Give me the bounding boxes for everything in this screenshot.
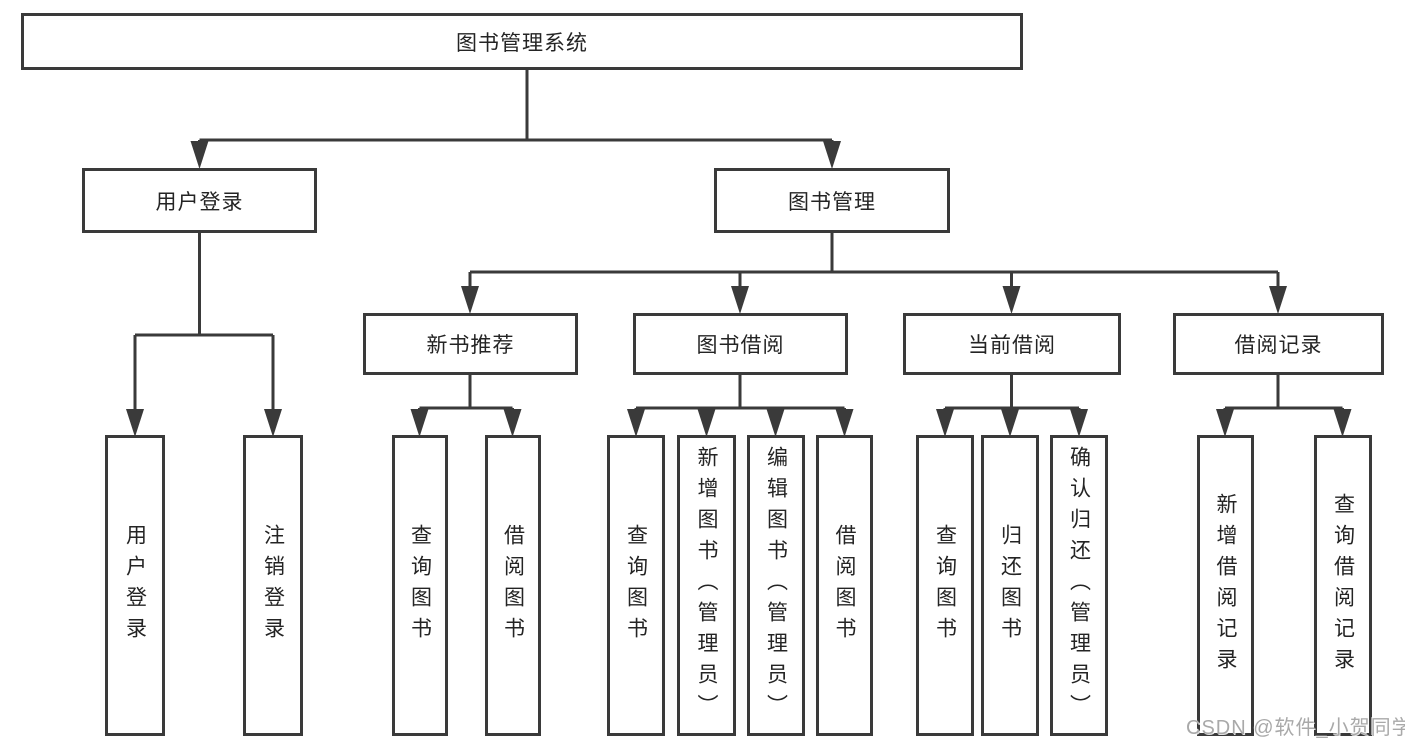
leaf-borrow-books: 借阅图书 (816, 435, 873, 736)
leaf-query-books-borrow-label: 查询图书 (624, 523, 648, 648)
leaf-borrow-books-recommend: 借阅图书 (485, 435, 541, 736)
leaf-confirm-return-admin-label: 确认归还（管理员） (1067, 446, 1091, 725)
leaf-logout-label: 注销登录 (261, 523, 285, 648)
node-root: 图书管理系统 (21, 13, 1023, 70)
node-book-management: 图书管理 (714, 168, 950, 233)
leaf-edit-books-admin-label: 编辑图书（管理员） (764, 446, 788, 725)
leaf-user-login-label: 用户登录 (123, 523, 147, 648)
node-borrow-records: 借阅记录 (1173, 313, 1384, 375)
leaf-add-books-admin-label: 新增图书（管理员） (695, 446, 718, 725)
node-current-borrow: 当前借阅 (903, 313, 1121, 375)
leaf-add-borrow-record: 新增借阅记录 (1197, 435, 1254, 736)
leaf-edit-books-admin: 编辑图书（管理员） (747, 435, 805, 736)
leaf-query-books-borrow: 查询图书 (607, 435, 665, 736)
arrowheads (126, 141, 1352, 437)
leaf-return-books-label: 归还图书 (998, 523, 1022, 648)
node-user-login: 用户登录 (82, 168, 317, 233)
node-book-borrow: 图书借阅 (633, 313, 848, 375)
leaf-logout: 注销登录 (243, 435, 303, 736)
leaf-query-books-current-label: 查询图书 (933, 523, 957, 648)
leaf-query-borrow-record-label: 查询借阅记录 (1331, 492, 1355, 679)
leaf-add-books-admin: 新增图书（管理员） (677, 435, 736, 736)
node-new-book-recommend: 新书推荐 (363, 313, 578, 375)
watermark: CSDN @软件_小贺同学 (1186, 717, 1405, 739)
leaf-borrow-books-recommend-label: 借阅图书 (501, 523, 525, 648)
leaf-query-books-current: 查询图书 (916, 435, 974, 736)
leaf-borrow-books-label: 借阅图书 (833, 523, 856, 648)
leaf-query-books-recommend-label: 查询图书 (408, 523, 432, 648)
leaf-user-login: 用户登录 (105, 435, 165, 736)
leaf-query-books-recommend: 查询图书 (392, 435, 448, 736)
leaf-return-books: 归还图书 (981, 435, 1039, 736)
leaf-query-borrow-record: 查询借阅记录 (1314, 435, 1372, 736)
leaf-confirm-return-admin: 确认归还（管理员） (1050, 435, 1108, 736)
leaf-add-borrow-record-label: 新增借阅记录 (1214, 492, 1237, 679)
